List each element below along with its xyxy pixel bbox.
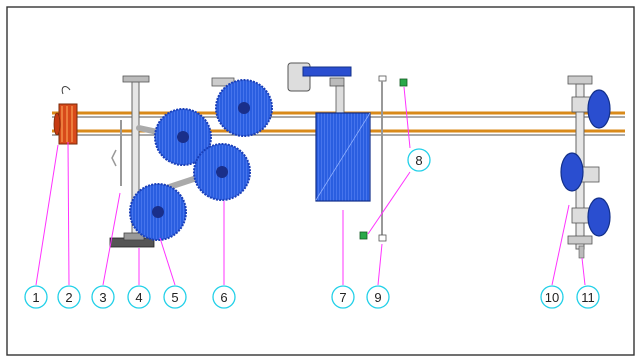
callout-6: 6 xyxy=(212,285,236,309)
side-brush-lower xyxy=(129,183,187,241)
callout-leader-lines xyxy=(35,86,586,286)
blower-bottom xyxy=(571,197,611,237)
callout-10: 10 xyxy=(540,285,564,309)
callout-1: 1 xyxy=(24,285,48,309)
photo-sensor-top xyxy=(399,78,408,87)
svg-text:6: 6 xyxy=(220,290,227,305)
svg-text:3: 3 xyxy=(99,290,106,305)
top-roller-unit xyxy=(287,62,371,202)
svg-text:1: 1 xyxy=(32,290,39,305)
svg-text:10: 10 xyxy=(545,290,559,305)
callout-11: 11 xyxy=(576,285,600,309)
gantry-column xyxy=(109,75,155,248)
callout-8: 8 xyxy=(407,148,431,172)
diagram-border xyxy=(6,6,635,356)
callout-2: 2 xyxy=(57,285,81,309)
photo-sensor-bottom xyxy=(359,231,368,240)
svg-text:9: 9 xyxy=(374,290,381,305)
entry-guide xyxy=(53,86,78,145)
callout-4: 4 xyxy=(127,285,151,309)
svg-text:5: 5 xyxy=(171,290,178,305)
side-brush-right xyxy=(193,143,251,201)
side-brush-upper xyxy=(215,79,273,137)
callout-7: 7 xyxy=(331,285,355,309)
svg-text:11: 11 xyxy=(581,290,595,305)
sensor-post xyxy=(378,75,387,242)
callout-3: 3 xyxy=(91,285,115,309)
spray-arch-bar xyxy=(111,120,122,186)
svg-text:7: 7 xyxy=(339,290,346,305)
blower-middle xyxy=(560,152,600,192)
svg-text:8: 8 xyxy=(415,153,422,168)
callout-5: 5 xyxy=(163,285,187,309)
blower-top xyxy=(571,89,611,129)
svg-text:2: 2 xyxy=(65,290,72,305)
svg-text:4: 4 xyxy=(135,290,142,305)
callout-9: 9 xyxy=(366,285,390,309)
side-brush-middle xyxy=(154,108,212,166)
